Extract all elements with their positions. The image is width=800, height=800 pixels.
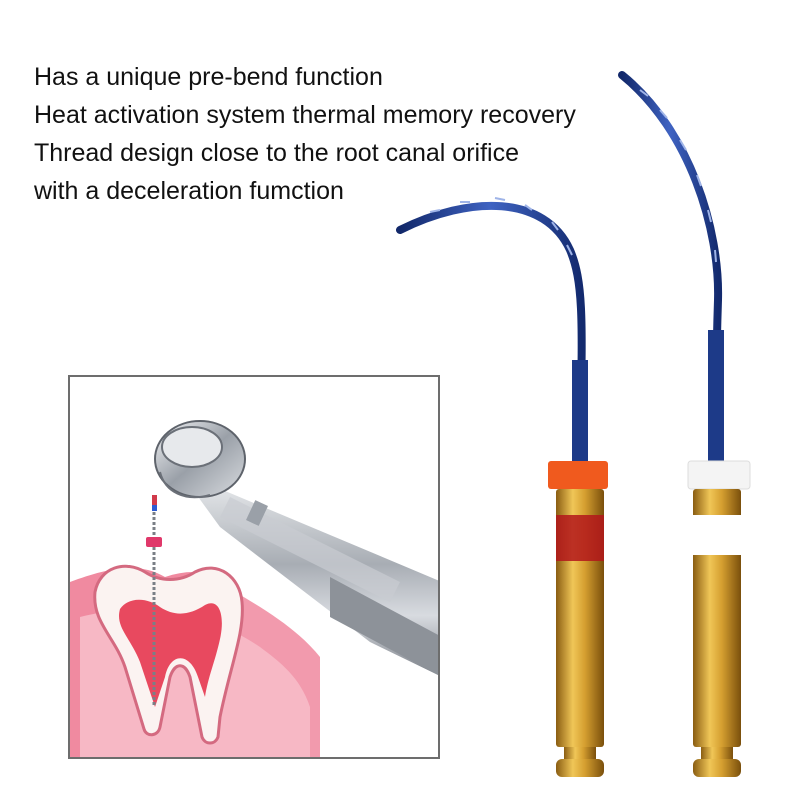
feature-list: Has a unique pre-bend function Heat acti… — [34, 58, 576, 210]
handpiece-tooth-illustration — [70, 420, 438, 757]
stopper-white — [687, 460, 751, 490]
band-white — [693, 515, 741, 555]
feature-item: with a deceleration fumction — [34, 177, 344, 205]
stopper-orange — [548, 461, 608, 489]
canal-file-stopper — [146, 537, 162, 547]
band-red — [556, 515, 604, 561]
tooth-illustration — [93, 564, 244, 745]
feature-item: Has a unique pre-bend function — [34, 63, 383, 91]
feature-item: Heat activation system thermal memory re… — [34, 101, 576, 129]
feature-item: Thread design close to the root canal or… — [34, 139, 519, 167]
handpiece-illustration — [154, 420, 438, 676]
rotary-file-right — [618, 71, 751, 777]
illustration-inset — [68, 375, 440, 759]
